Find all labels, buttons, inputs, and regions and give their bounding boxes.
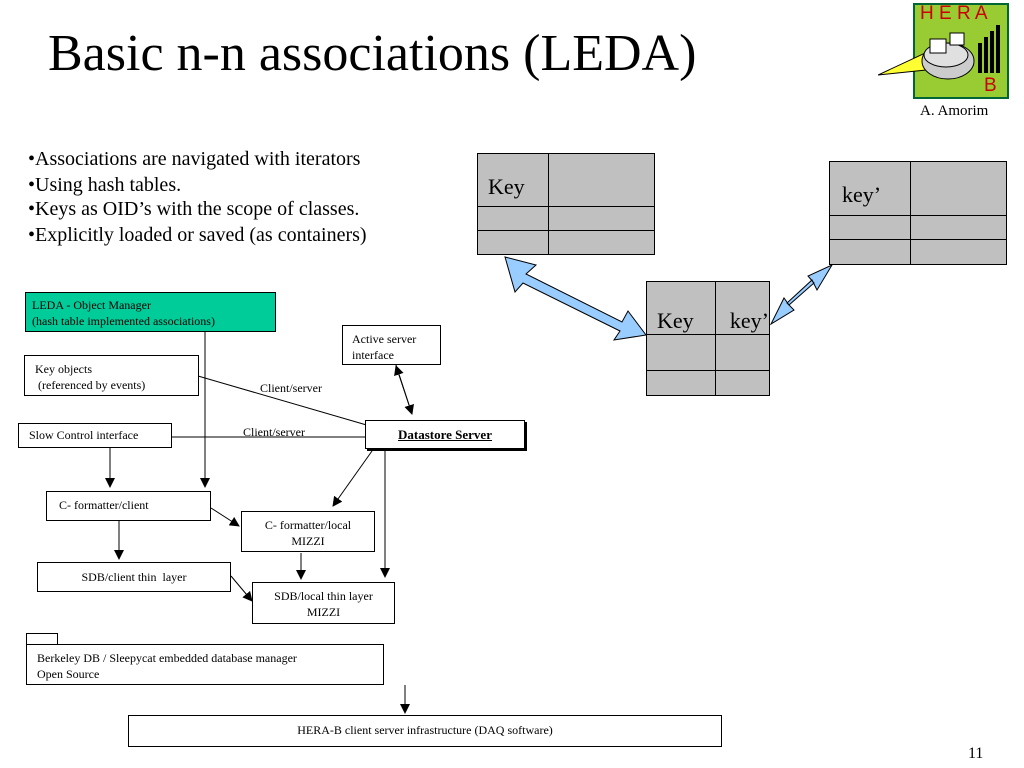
- c-formatter-local-line2: MIZZI: [291, 534, 325, 548]
- logo-top-text: H E R A: [920, 3, 988, 24]
- table-cell-key: Key: [646, 281, 716, 335]
- double-arrow-right: [769, 263, 834, 326]
- sdb-local-line1: SDB/local thin layer: [274, 589, 373, 603]
- c-formatter-local-line1: C- formatter/local: [264, 518, 352, 532]
- table-key-label: key’: [729, 308, 769, 333]
- table-cell-key: key’: [829, 161, 911, 216]
- datastore-server-box: Datastore Server: [365, 420, 525, 449]
- sdb-local-thin-layer-box: SDB/local thin layer MIZZI: [252, 582, 395, 624]
- table-cell: [477, 229, 549, 256]
- key-objects-box: Key objects (referenced by events): [24, 355, 199, 396]
- c-formatter-local-box: C- formatter/local MIZZI: [241, 511, 375, 552]
- slow-control-label: Slow Control interface: [29, 428, 139, 442]
- hera-b-logo-graphic: [877, 3, 1009, 99]
- leda-title: LEDA - Object Manager: [32, 298, 151, 312]
- bullet-item: •Using hash tables.: [28, 174, 182, 196]
- association-table: Key key’: [646, 281, 771, 396]
- sdb-client-thin-layer-box: SDB/client thin layer: [37, 562, 231, 592]
- hera-b-infrastructure-box: HERA-B client server infrastructure (DAQ…: [128, 715, 722, 747]
- bullet-list: •Associations are navigated with iterato…: [28, 148, 367, 250]
- berkeley-db-line2: Open Source: [37, 667, 100, 681]
- hash-table-right: key’: [829, 161, 1007, 265]
- table-cell: [829, 239, 911, 265]
- logo-bottom-text: B: [984, 75, 997, 96]
- author-name: A. Amorim: [920, 103, 989, 119]
- table-cell: [646, 370, 716, 396]
- key-objects-line2: (referenced by events): [35, 378, 146, 392]
- active-server-line2: interface: [352, 348, 394, 362]
- berkeley-db-box: Berkeley DB / Sleepycat embedded databas…: [26, 644, 384, 685]
- slide-title: Basic n-n associations (LEDA): [48, 25, 697, 82]
- table-cell: [910, 214, 1007, 241]
- double-arrow-left: [504, 256, 647, 341]
- table-cell: [646, 334, 716, 371]
- active-server-line1: Active server: [352, 332, 417, 346]
- leda-object-manager-box: LEDA - Object Manager (hash table implem…: [25, 292, 276, 332]
- client-server-label: Client/server: [243, 425, 305, 439]
- client-server-label: Client/server: [260, 381, 322, 395]
- berkeley-db-line1: Berkeley DB / Sleepycat embedded databas…: [37, 651, 297, 665]
- bullet-item: •Associations are navigated with iterato…: [28, 148, 361, 170]
- bullet-item: •Explicitly loaded or saved (as containe…: [28, 224, 367, 246]
- table-cell: [910, 239, 1007, 265]
- slow-control-interface-box: Slow Control interface: [18, 423, 172, 448]
- key-objects-line1: Key objects: [35, 362, 92, 376]
- active-server-interface-box: Active server interface: [342, 325, 441, 365]
- leda-subtitle: (hash table implemented associations): [32, 314, 215, 328]
- table-key-label: key’: [842, 182, 882, 207]
- table-key-label: Key: [488, 174, 525, 199]
- hera-b-infrastructure-label: HERA-B client server infrastructure (DAQ…: [297, 723, 553, 737]
- sdb-local-line2: MIZZI: [306, 605, 341, 619]
- page-number: 11: [968, 745, 984, 762]
- table-key-label: Key: [657, 308, 694, 333]
- sdb-client-label: SDB/client thin layer: [81, 570, 187, 584]
- hash-table-left: Key: [477, 153, 655, 256]
- table-cell: [548, 153, 655, 207]
- c-formatter-client-box: C- formatter/client: [46, 491, 211, 521]
- hera-b-logo: H E R A B: [877, 3, 1010, 99]
- table-cell: [548, 229, 655, 256]
- table-cell: [548, 205, 655, 231]
- table-cell: [714, 370, 771, 396]
- table-cell-key: key’: [714, 281, 771, 335]
- c-formatter-client-label: C- formatter/client: [59, 498, 149, 512]
- table-cell: [910, 161, 1007, 216]
- datastore-server-label: Datastore Server: [398, 427, 492, 442]
- bullet-item: •Keys as OID’s with the scope of classes…: [28, 198, 360, 220]
